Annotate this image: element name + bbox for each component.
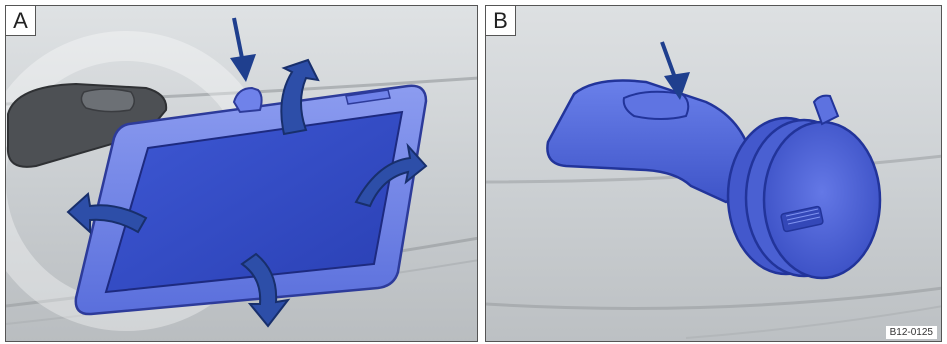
panel-b: B B12-0125 bbox=[485, 5, 942, 342]
panel-b-label: B bbox=[486, 6, 516, 36]
holder-release-button bbox=[81, 89, 134, 112]
mount-disc-face bbox=[764, 122, 880, 278]
panel-b-drawing bbox=[486, 6, 942, 342]
panel-a: A bbox=[5, 5, 478, 342]
panel-a-drawing bbox=[6, 6, 478, 342]
panel-a-label: A bbox=[6, 6, 36, 36]
figure-code: B12-0125 bbox=[886, 326, 937, 339]
